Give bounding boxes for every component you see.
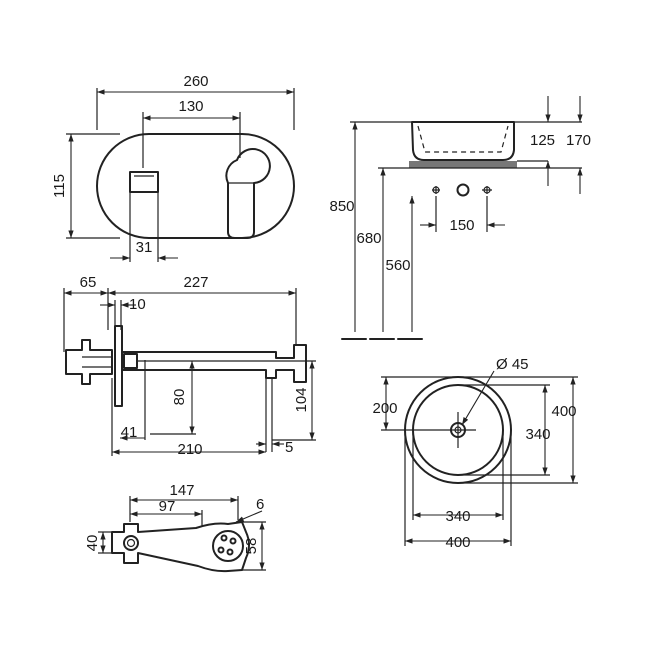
spout-side xyxy=(121,344,307,383)
dim-outlet-height: 104 xyxy=(293,387,310,412)
valve-circle xyxy=(212,530,244,562)
bracket-view: 147 97 6 40 58 xyxy=(84,482,266,573)
dim-basin-depth: 125 xyxy=(530,132,555,149)
dim-basin-center: 200 xyxy=(372,400,397,417)
dim-waste-diameter: Ø 45 xyxy=(496,356,529,373)
dim-basin-inner-y: 340 xyxy=(525,426,550,443)
dim-tap-spacing: 150 xyxy=(449,217,474,234)
basin-inner xyxy=(417,125,509,153)
dim-spout-height: 80 xyxy=(171,389,188,406)
dim-bracket-offset: 97 xyxy=(159,498,176,515)
dim-height-680: 680 xyxy=(356,230,381,247)
basin-elevation: 125 170 850 680 560 150 xyxy=(329,96,591,340)
dim-depth-total: 65 xyxy=(80,274,97,291)
dim-basin-inner-x: 340 xyxy=(445,508,470,525)
dim-basin-outer-x: 400 xyxy=(445,534,470,551)
dim-outlet-dia: 5 xyxy=(285,439,293,456)
dim-spout-length: 227 xyxy=(183,274,208,291)
spout-socket xyxy=(129,171,159,193)
inlet-circle xyxy=(123,535,139,551)
dim-basin-total-height: 170 xyxy=(566,132,591,149)
dim-spout-reach: 210 xyxy=(177,441,202,458)
side-view: 65 227 10 80 104 41 xyxy=(63,274,316,458)
dim-bracket-width: 147 xyxy=(169,482,194,499)
tap-hole-center xyxy=(456,183,470,197)
wall-plate-side xyxy=(114,325,123,407)
dim-plate-height: 115 xyxy=(51,174,68,198)
dim-bracket-right-h: 58 xyxy=(243,538,260,555)
dim-height-560: 560 xyxy=(385,257,410,274)
handle-lever xyxy=(225,148,271,239)
basin-plan: Ø 45 200 340 400 340 400 xyxy=(372,356,578,551)
wall-plate-outline xyxy=(96,133,295,239)
dim-body-offset: 41 xyxy=(121,424,138,441)
basin-side xyxy=(411,121,515,161)
dim-bracket-pipe: 6 xyxy=(256,496,264,513)
dim-bracket-left-h: 40 xyxy=(84,535,101,552)
dim-plate-width: 260 xyxy=(183,73,208,90)
dim-height-850: 850 xyxy=(329,198,354,215)
valve-body xyxy=(65,339,113,385)
dim-flange-thickness: 10 xyxy=(129,296,146,313)
front-view: 260 130 115 31 xyxy=(51,73,295,262)
bracket-plate xyxy=(111,521,250,573)
dim-basin-outer-y: 400 xyxy=(551,403,576,420)
dim-spout-offset: 130 xyxy=(178,98,203,115)
dim-socket-width: 31 xyxy=(136,239,153,256)
